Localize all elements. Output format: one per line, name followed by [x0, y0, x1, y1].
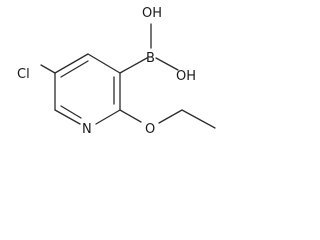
- bond-ring-n-c6: [54, 109, 81, 125]
- atom-ether-oxygen-label: O: [145, 122, 155, 137]
- bond-ch2-ch3: [181, 109, 216, 129]
- bond-c3-b: [119, 57, 148, 74]
- atom-hydroxyl-top-label: OH: [142, 6, 162, 21]
- bond-b-oh-right: [155, 57, 179, 71]
- bond-ring-c5-c4: [54, 53, 89, 74]
- bond-ring-c5-c4-inner: [60, 60, 89, 78]
- atom-nitrogen-label: N: [82, 122, 92, 137]
- structure-diagram: Cl N B OH OH O: [0, 0, 226, 138]
- bond-ring-c4-c3: [87, 53, 121, 74]
- atom-boron-label: B: [146, 51, 155, 66]
- bond-ring-c6-n-inner: [60, 105, 82, 119]
- bond-c5-cl: [40, 64, 56, 74]
- bond-ring-c2-n: [95, 109, 121, 125]
- molecule-svg: Cl N B OH OH O: [17, 6, 216, 137]
- bond-o-ch2: [158, 109, 183, 124]
- atom-hydroxyl-right-label: OH: [176, 69, 196, 84]
- atom-chlorine-label: Cl: [17, 67, 30, 82]
- bond-c2-o: [119, 109, 142, 123]
